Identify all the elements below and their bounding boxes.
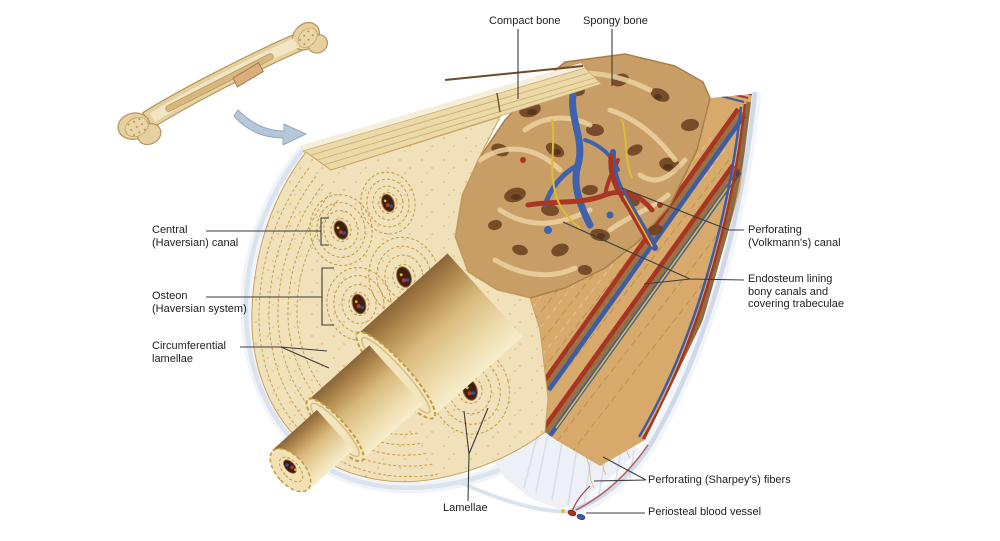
label-line: (Volkmann's) canal [748, 236, 841, 249]
leader-central-canal [206, 217, 329, 246]
label-volkmanns-canal: Perforating (Volkmann's) canal [748, 224, 841, 249]
leader-circumferential-lamellae [240, 346, 330, 369]
label-line: Osteon [152, 290, 188, 302]
label-central-canal: Central (Haversian) canal [152, 224, 238, 249]
spongy-bone-vessels [520, 91, 663, 234]
label-circumferential-lamellae: Circumferential lamellae [152, 340, 226, 365]
label-line: Perforating [748, 224, 802, 236]
label-line: Perforating (Sharpey's) fibers [648, 474, 791, 486]
inset-long-bone [117, 22, 328, 146]
label-line: covering trabeculae [748, 298, 845, 310]
spongy-bone-mesh [454, 53, 711, 299]
compact-bone-top-surface [299, 63, 602, 171]
volkmanns-canal-vessels [608, 149, 658, 251]
periosteal-blood-vessel [561, 485, 591, 521]
label-line: Circumferential [152, 340, 226, 352]
leader-endosteum [562, 221, 745, 285]
leader-volkmanns-canal [621, 187, 744, 231]
label-line: (Haversian) canal [152, 236, 239, 249]
label-lamellae: Lamellae [443, 502, 488, 515]
label-line: lamellae [152, 352, 193, 365]
label-line: Lamellae [443, 502, 488, 514]
label-osteon: Osteon (Haversian system) [152, 290, 247, 315]
label-line: Endosteum lining [748, 273, 833, 285]
label-sharpeys-fibers: Perforating (Sharpey's) fibers [648, 474, 791, 487]
label-line: (Haversian system) [152, 302, 247, 315]
magnify-arrow-icon [233, 109, 308, 146]
leader-sharpeys-fibers [593, 456, 647, 482]
label-compact-bone: Compact bone [489, 15, 561, 28]
label-endosteum: Endosteum lining bony canals and coverin… [748, 273, 844, 311]
label-line: Spongy bone [583, 15, 648, 27]
pulled-out-osteon-cylinder [269, 253, 523, 493]
label-spongy-bone: Spongy bone [583, 15, 648, 28]
leader-lamellae [463, 407, 489, 502]
label-line: bony canals and [748, 285, 829, 298]
leader-lines [206, 29, 745, 514]
label-line: Central [152, 224, 188, 236]
label-line: Periosteal blood vessel [648, 506, 762, 518]
leader-osteon [206, 267, 334, 326]
label-line: Compact bone [489, 15, 561, 27]
label-periosteal-blood-vessel: Periosteal blood vessel [648, 506, 761, 519]
